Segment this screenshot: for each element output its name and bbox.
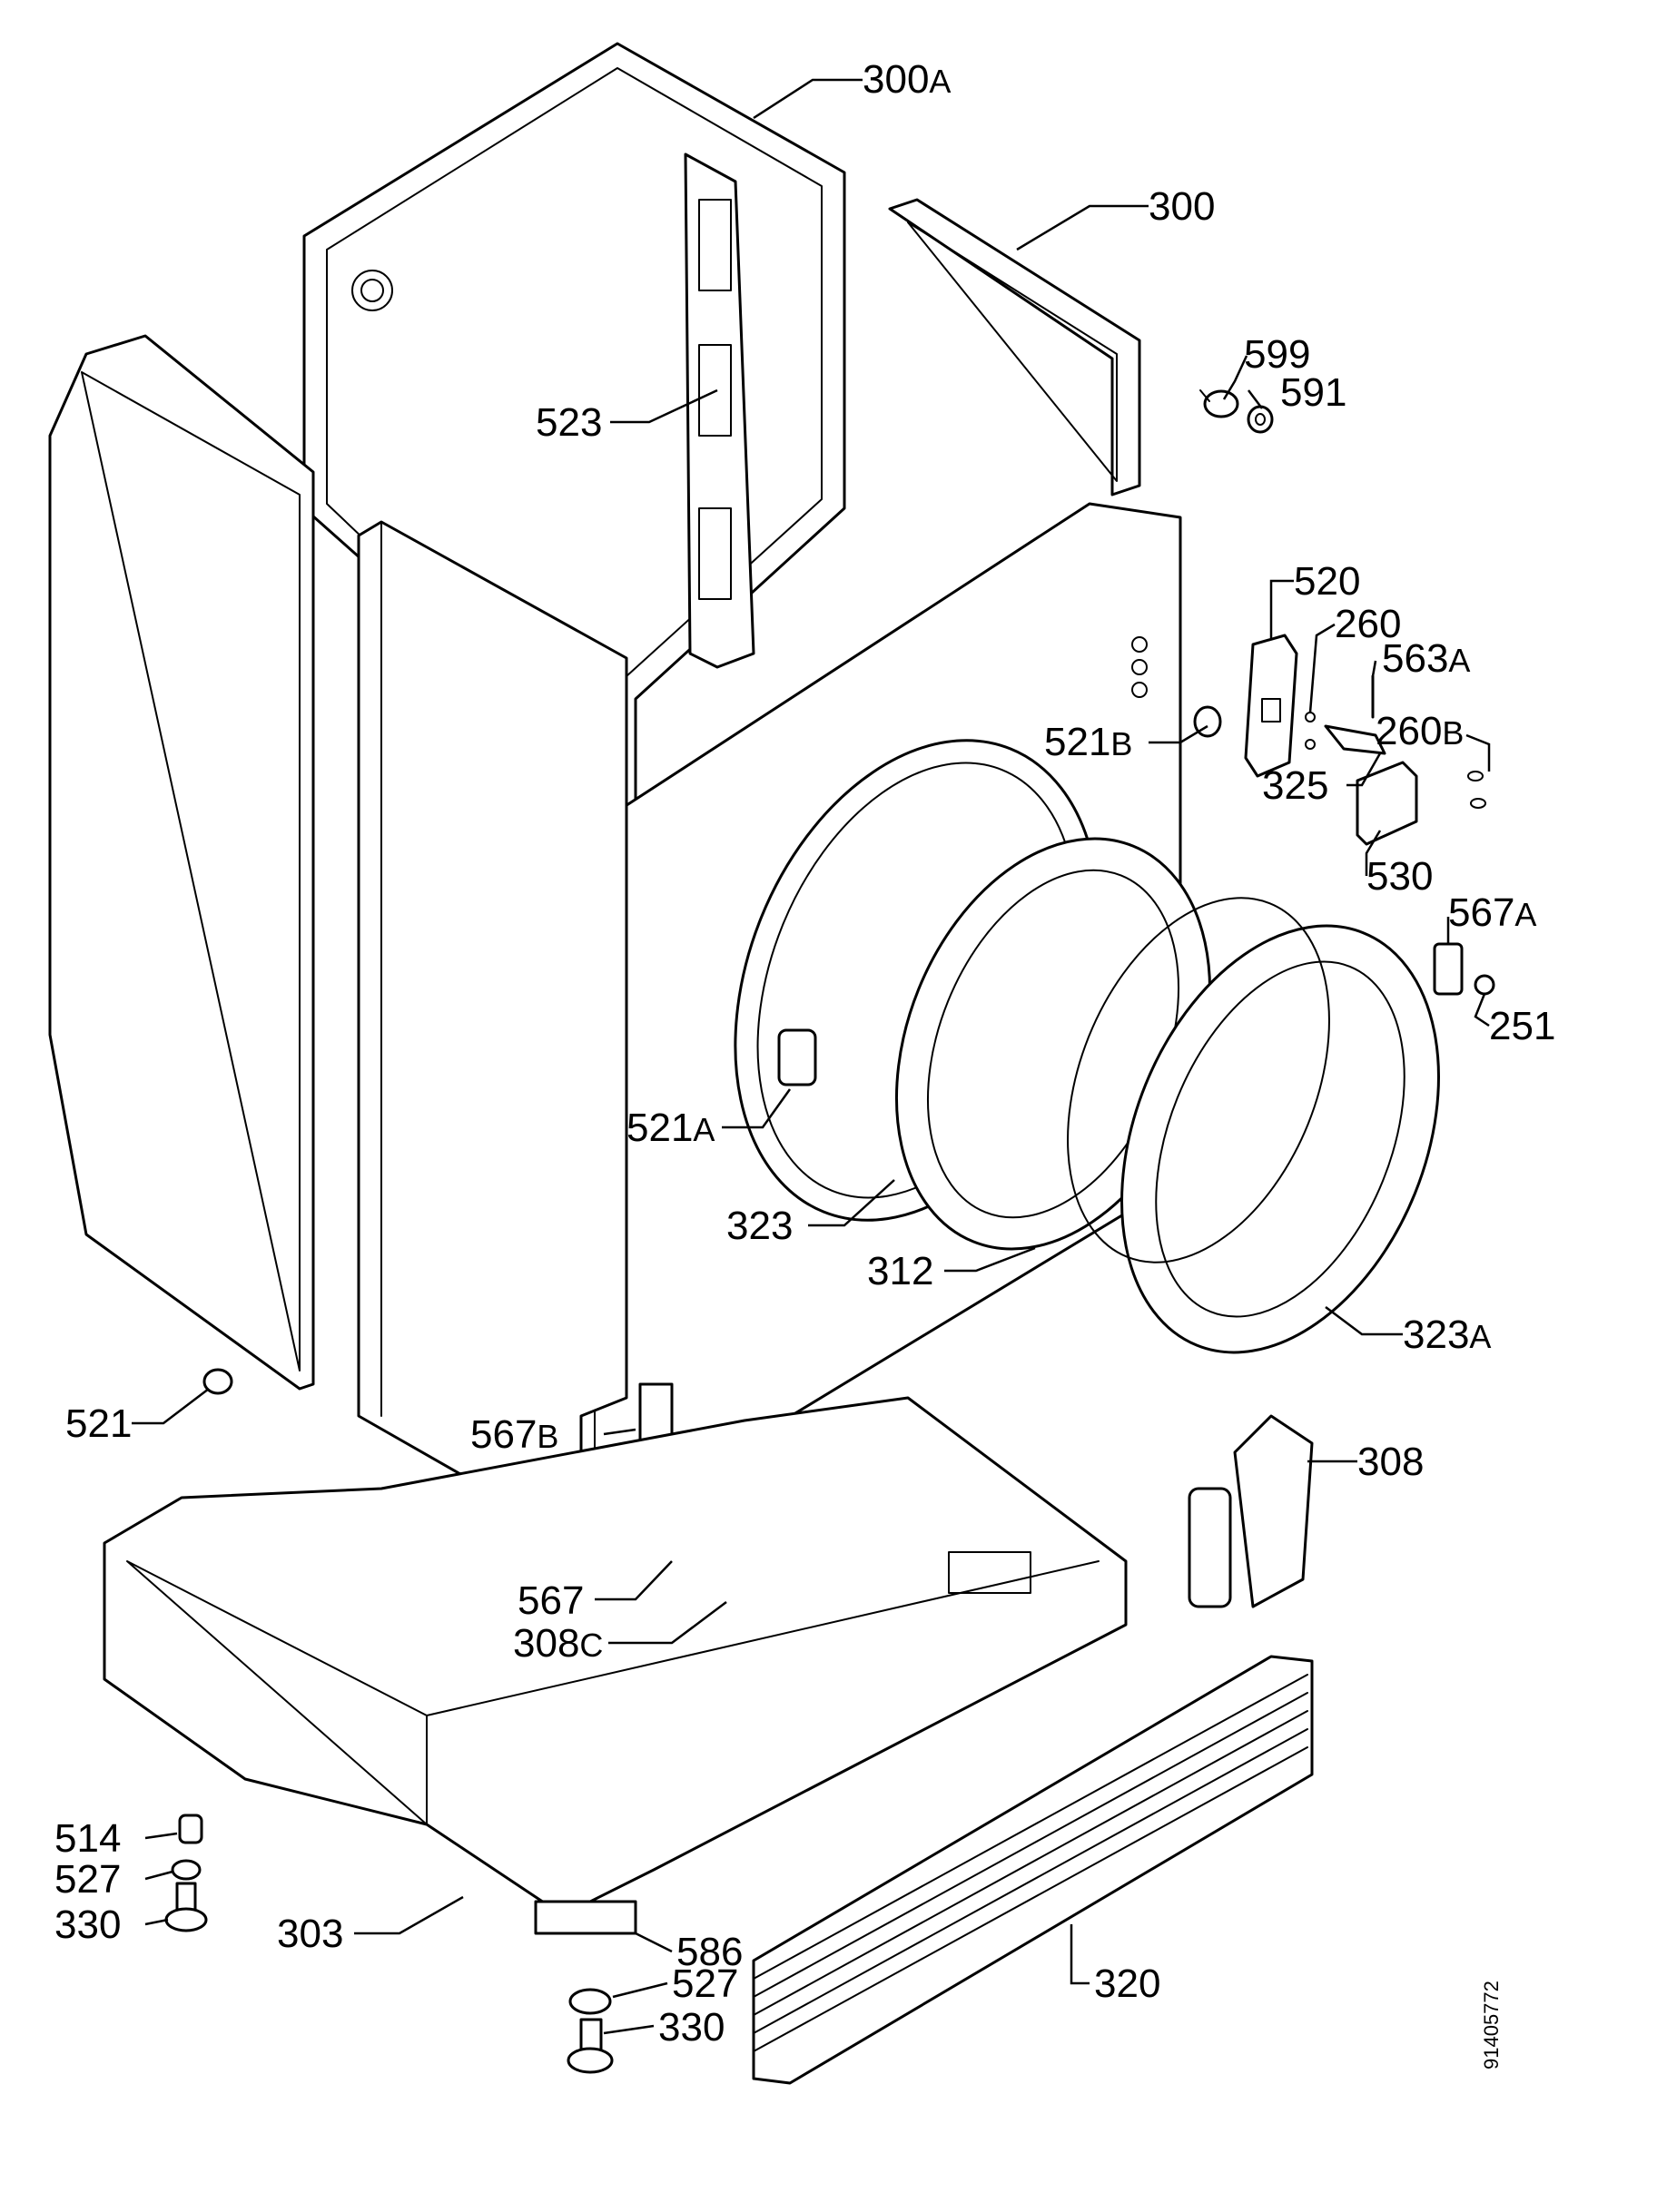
label-260B: 260B <box>1376 709 1464 753</box>
part-527b-washer <box>568 1988 612 2015</box>
part-521A-drum-bracket <box>777 1028 817 1086</box>
part-523-rear-bracket <box>684 152 755 669</box>
part-labels: 300A 300 599 591 523 520 260 563A 521B 2… <box>54 57 1555 2050</box>
part-260B-spring <box>1467 771 1486 809</box>
label-586: 586 <box>676 1930 743 1974</box>
part-260-screw <box>1305 712 1316 750</box>
part-320-plinth <box>752 1655 1314 2085</box>
label-312: 312 <box>867 1249 933 1293</box>
label-521: 521 <box>65 1401 132 1446</box>
label-323: 323 <box>726 1204 793 1248</box>
label-599: 599 <box>1244 332 1310 377</box>
label-308C: 308C <box>513 1621 603 1666</box>
label-300: 300 <box>1149 184 1215 229</box>
label-514: 514 <box>54 1816 121 1861</box>
part-520-hinge-plate <box>1244 634 1298 778</box>
label-521B: 521B <box>1044 720 1132 764</box>
document-number: 91405772 <box>1480 1981 1503 2069</box>
label-530: 530 <box>1366 854 1433 899</box>
label-527a: 527 <box>54 1857 121 1902</box>
part-308-hinge <box>1188 1414 1314 1608</box>
label-527b: 527 <box>672 1961 738 2006</box>
label-325: 325 <box>1262 763 1328 808</box>
cabinet-left-side-panel <box>48 334 315 1391</box>
part-303-base-frame <box>103 1396 1128 1917</box>
part-514-cap <box>178 1814 203 1844</box>
label-567B: 567B <box>470 1412 558 1457</box>
label-300A: 300A <box>863 57 951 102</box>
part-325-lever <box>1324 724 1386 755</box>
part-521-screw <box>202 1368 233 1395</box>
label-308: 308 <box>1357 1440 1424 1484</box>
part-251-nut <box>1474 974 1495 996</box>
part-591-washer <box>1247 405 1274 434</box>
part-586-foot-plate <box>534 1900 637 1935</box>
label-521A: 521A <box>626 1106 715 1150</box>
label-320: 320 <box>1094 1961 1160 2006</box>
label-330a: 330 <box>54 1902 121 1947</box>
label-520: 520 <box>1294 559 1360 604</box>
label-303: 303 <box>277 1912 343 1956</box>
label-330b: 330 <box>658 2005 725 2050</box>
part-330a-foot <box>164 1882 208 1932</box>
label-567: 567 <box>518 1578 584 1623</box>
label-251: 251 <box>1489 1004 1555 1048</box>
label-567A: 567A <box>1448 890 1536 935</box>
part-330b-foot <box>567 2018 614 2074</box>
label-260: 260 <box>1335 602 1401 646</box>
label-523: 523 <box>536 400 602 445</box>
cabinet-right-side-panel <box>357 520 628 1545</box>
cabinet-top-rail <box>888 198 1141 496</box>
part-527a-washer <box>171 1859 202 1881</box>
label-591: 591 <box>1280 370 1346 415</box>
part-530-hinge-block <box>1356 761 1418 846</box>
leader-lines <box>132 78 1491 2035</box>
part-599-knob <box>1199 389 1239 418</box>
part-323A-door <box>1067 897 1440 1354</box>
label-563A: 563A <box>1382 636 1470 681</box>
label-323A: 323A <box>1403 1312 1491 1357</box>
part-567A-plate <box>1433 942 1464 996</box>
